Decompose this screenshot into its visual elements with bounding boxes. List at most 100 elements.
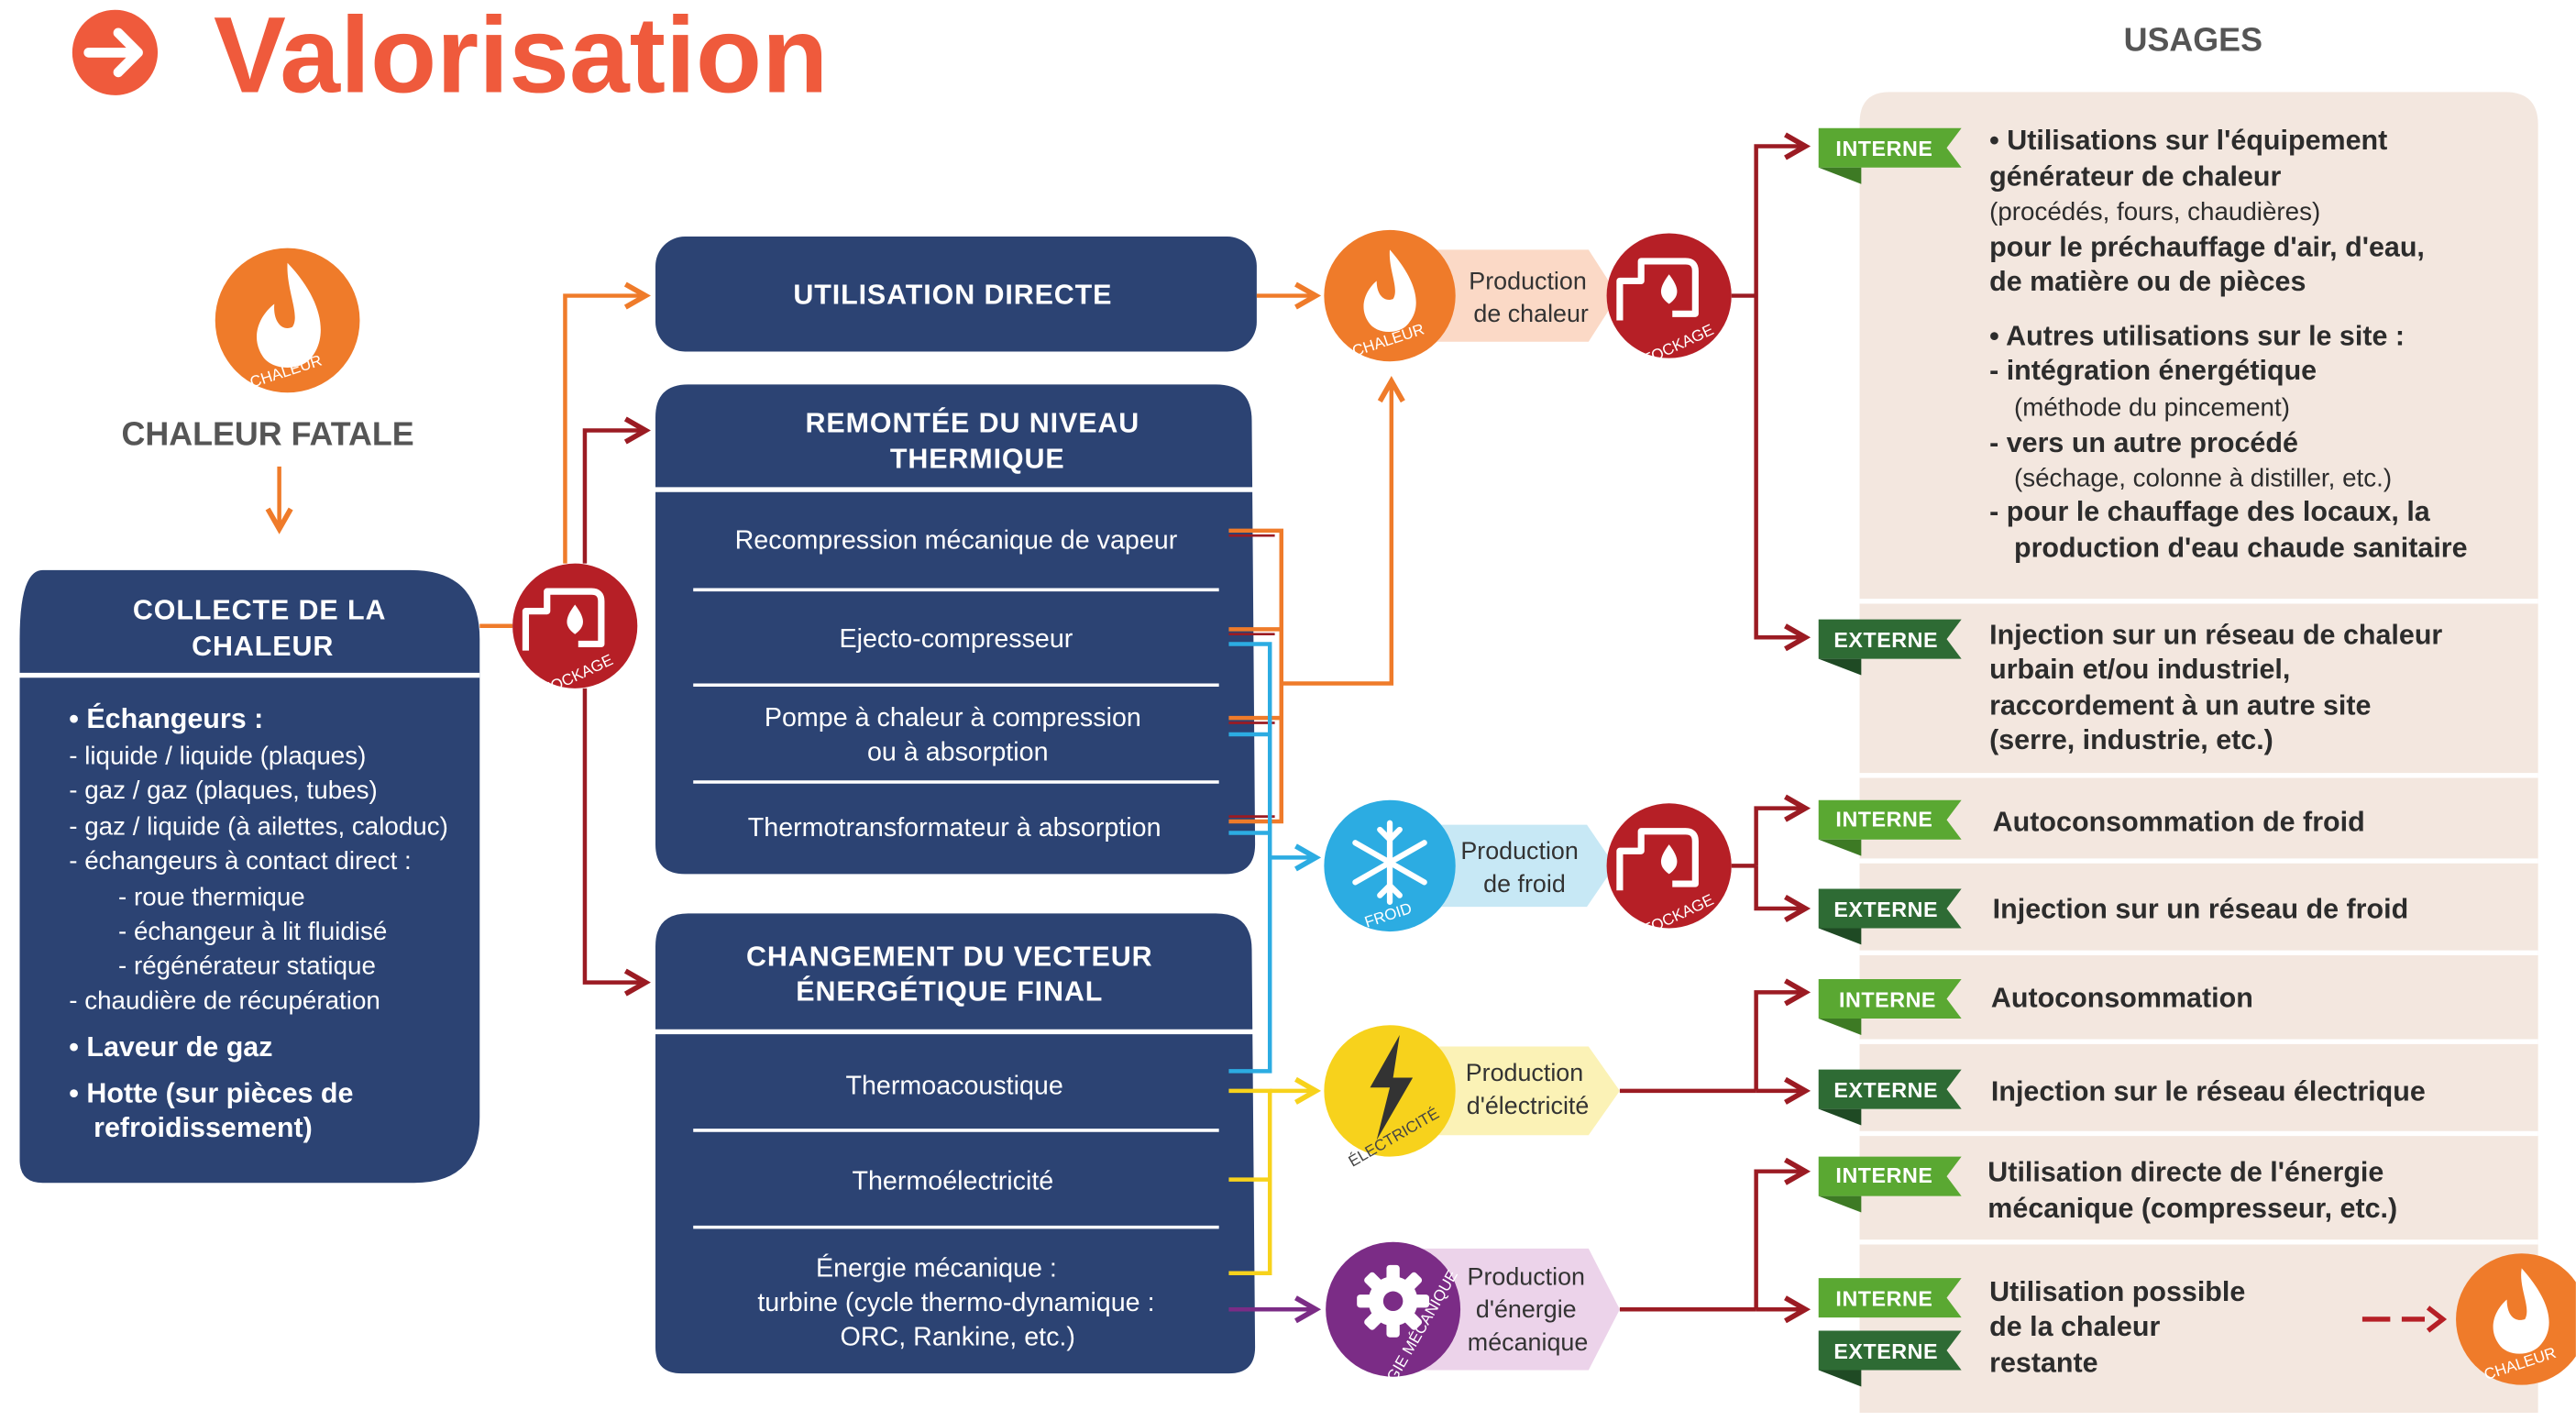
svg-text:• Autres utilisations sur le s: • Autres utilisations sur le site : [1989,320,2405,351]
svg-text:mécanique (compresseur, etc.): mécanique (compresseur, etc.) [1987,1193,2397,1224]
changement-item: turbine (cycle thermo-dynamique : [757,1288,1154,1317]
remontee-item: Thermotransformateur à absorption [748,813,1161,843]
production-electricite: ÉLECTRICITÉ Production d'électricité [1324,1025,1620,1171]
svg-text:Utilisation directe de l'énerg: Utilisation directe de l'énergie [1987,1156,2383,1187]
svg-text:INTERNE: INTERNE [1835,1163,1932,1187]
production-mecanique: ÉNERGIE MÉCANIQUE Production d'énergie m… [1326,1241,1620,1421]
production-froid-line: de froid [1483,870,1566,898]
svg-text:de la chaleur: de la chaleur [1989,1311,2160,1342]
arrow-to-utilisation-directe [563,281,651,564]
production-meca-line: d'énergie [1476,1295,1577,1323]
production-chaleur-banner [1413,249,1619,342]
production-chaleur: CHALEUR Production de chaleur [1324,229,1619,362]
remontee-item: Recompression mécanique de vapeur [735,526,1178,556]
svg-text:EXTERNE: EXTERNE [1833,628,1938,652]
collecte-line: - liquide / liquide (plaques) [69,741,366,769]
branch-arrows [1619,132,1811,1324]
production-elec-line: d'électricité [1467,1092,1590,1119]
changement-header-2: ÉNERGÉTIQUE FINAL [796,975,1103,1007]
source-label: CHALEUR FATALE [122,416,414,453]
arrow-to-remontee [582,416,651,564]
collecte-line: • Laveur de gaz [69,1031,272,1063]
dashed-arrow [2361,1305,2448,1333]
collecte-header-1: COLLECTE DE LA [133,595,386,626]
svg-text:restante: restante [1989,1347,2097,1378]
tag-interne: INTERNE [1818,799,1962,856]
svg-text:(méthode du pincement): (méthode du pincement) [2014,392,2290,421]
tag-externe: EXTERNE [1818,888,1962,945]
remontee-box [655,384,1256,875]
storage-icon: STOCKAGE [512,563,638,703]
changement-item: ORC, Rankine, etc.) [841,1323,1075,1352]
storage-cold-icon: STOCKAGE [1606,803,1732,943]
production-meca-line: Production [1468,1262,1585,1290]
collecte-line: • Échangeurs : [69,702,263,734]
svg-text:INTERNE: INTERNE [1835,1287,1932,1311]
collecte-line: - chaudière de récupération [69,986,380,1014]
page-title: Valorisation [214,0,828,116]
utilisation-directe-label: UTILISATION DIRECTE [793,280,1112,311]
storage-heat-icon: STOCKAGE [1606,233,1732,373]
collecte-box [19,569,480,1184]
connector-electricity [1228,1076,1322,1276]
usage-froid-externe: Injection sur un réseau de froid [1993,894,2409,925]
tag-interne: INTERNE [1818,1278,1962,1318]
collecte-line: - échangeurs à contact direct : [69,846,412,875]
svg-text:INTERNE: INTERNE [1839,987,1936,1011]
utilisation-directe-box [655,237,1257,352]
tag-externe: EXTERNE [1818,1069,1962,1126]
production-elec-banner [1413,1046,1620,1136]
svg-text:production d'eau chaude sanita: production d'eau chaude sanitaire [2014,532,2468,563]
svg-text:EXTERNE: EXTERNE [1833,1339,1938,1363]
svg-text:urbain et/ou industriel,: urbain et/ou industriel, [1989,654,2290,685]
tag-externe: EXTERNE [1818,1330,1962,1387]
changement-item: Thermoacoustique [845,1071,1062,1100]
collecte-line: - roue thermique [118,882,305,910]
svg-text:- pour le chauffage des locaux: - pour le chauffage des locaux, la [1989,496,2431,527]
usages-header: USAGES [2124,22,2262,59]
svg-text:INTERNE: INTERNE [1835,807,1932,831]
svg-text:générateur de chaleur: générateur de chaleur [1989,160,2281,192]
svg-text:(procédés, fours, chaudières): (procédés, fours, chaudières) [1989,197,2320,226]
svg-text:EXTERNE: EXTERNE [1833,898,1938,921]
connector-heat [1228,376,1405,824]
production-froid: FROID Production de froid [1324,799,1615,932]
svg-text:• Utilisations sur l'équipemen: • Utilisations sur l'équipement [1989,125,2387,156]
arrow-to-changement [582,688,651,997]
connector-heat-dark [1228,534,1275,818]
svg-text:(séchage, colonne à distiller,: (séchage, colonne à distiller, etc.) [2014,463,2392,491]
changement-item: Thermoélectricité [852,1166,1053,1195]
remontee-item: Ejecto-compresseur [840,624,1073,654]
changement-box [655,913,1256,1374]
tag-interne: INTERNE [1818,979,1962,1035]
svg-text:Utilisation possible: Utilisation possible [1989,1276,2245,1307]
remontee-header-2: THERMIQUE [890,444,1065,475]
svg-text:(serre, industrie, etc.): (serre, industrie, etc.) [1989,724,2273,755]
production-froid-line: Production [1460,837,1578,865]
svg-text:de matière ou de pièces: de matière ou de pièces [1989,266,2306,297]
usage-elec-interne: Autoconsommation [1991,982,2253,1013]
changement-header-1: CHANGEMENT DU VECTEUR [746,942,1152,973]
production-froid-banner [1413,824,1615,908]
heat-flame-icon [1324,229,1456,362]
usage-chaleur-externe: Injection sur un réseau de chaleur urbai… [1989,619,2442,755]
collecte-line: - échangeur à lit fluidisé [118,917,387,945]
tag-interne: INTERNE [1818,127,1962,184]
usage-froid-interne: Autoconsommation de froid [1993,807,2365,838]
svg-text:pour le préchauffage d'air, d': pour le préchauffage d'air, d'eau, [1989,232,2425,263]
production-chaleur-line: Production [1469,267,1586,294]
tag-externe: EXTERNE [1818,619,1962,676]
collecte-header-2: CHALEUR [192,631,334,662]
remontee-item: ou à absorption [867,738,1049,767]
usages-panel [1859,92,2538,1414]
svg-text:- vers un autre procédé: - vers un autre procédé [1989,427,2298,458]
svg-text:raccordement à un autre site: raccordement à un autre site [1989,690,2371,722]
production-meca-line: mécanique [1468,1328,1588,1356]
collecte-line: • Hotte (sur pièces de [69,1077,353,1108]
usage-elec-externe: Injection sur le réseau électrique [1991,1076,2426,1107]
svg-text:- intégration énergétique: - intégration énergétique [1989,355,2317,386]
production-meca-banner [1413,1248,1620,1371]
collecte-line: refroidissement) [94,1112,313,1143]
